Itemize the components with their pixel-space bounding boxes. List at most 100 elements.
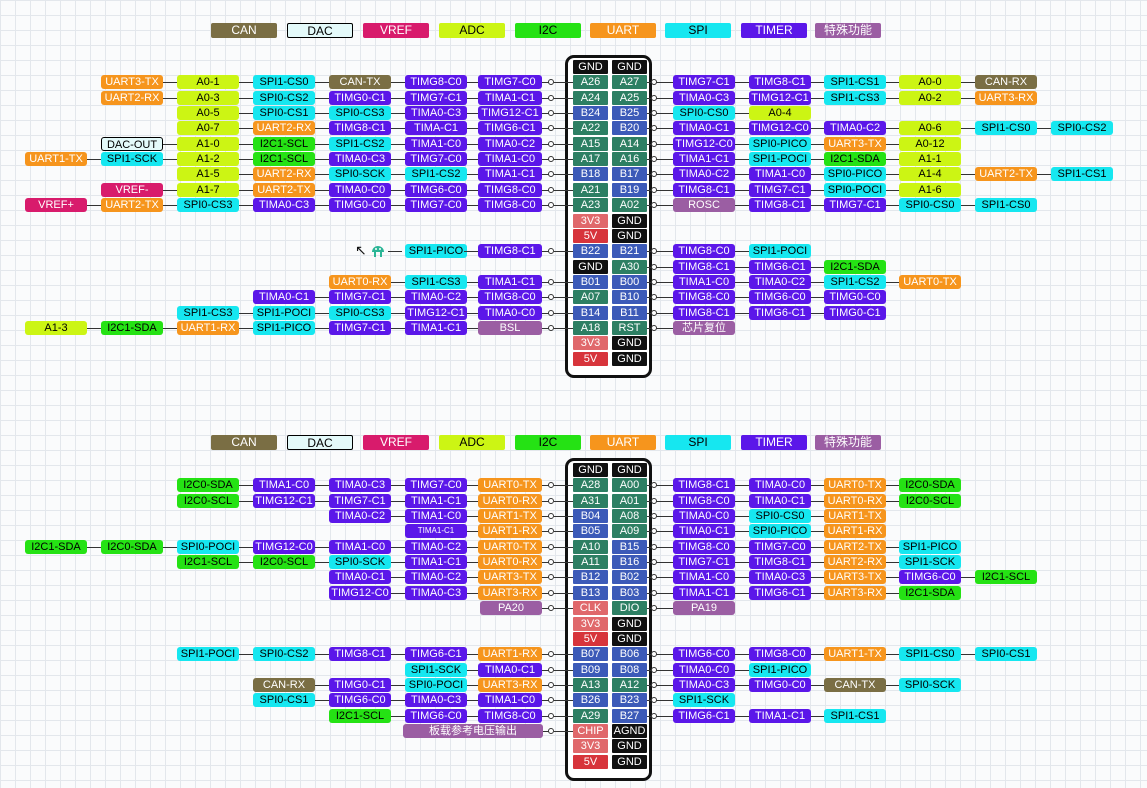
func-spi1-pico-label: SPI1-PICO xyxy=(405,244,467,258)
connector-line xyxy=(657,531,673,532)
func-tima1-c0-label: TIMA1-C0 xyxy=(478,693,542,707)
connector-line xyxy=(163,98,177,99)
connector-line xyxy=(554,328,573,329)
connector-line xyxy=(554,716,573,717)
pin-3v3: 3V3 xyxy=(573,617,608,631)
func-uart0-rx-label: UART0-RX xyxy=(478,555,542,569)
connector-line xyxy=(391,685,405,686)
connector-line xyxy=(657,159,673,160)
func-i2c1-scl-label: I2C1-SCL xyxy=(253,137,315,151)
func-timg7-c0-label: TIMG7-C0 xyxy=(405,198,467,212)
connector-line xyxy=(1037,128,1051,129)
connector-line xyxy=(315,82,329,83)
func-tima0-c3-label: TIMA0-C3 xyxy=(253,198,315,212)
legend-i2c: I2C xyxy=(515,23,581,38)
func-tima1-c0-label: TIMA1-C0 xyxy=(405,509,467,523)
pin-node xyxy=(651,202,657,208)
pin-b13: B13 xyxy=(573,586,608,600)
pin-agnd: AGND xyxy=(612,724,647,738)
pin-gnd: GND xyxy=(612,463,647,477)
func-a1-2-label: A1-2 xyxy=(177,152,239,166)
func-a1-7-label: A1-7 xyxy=(177,183,239,197)
legend-vref: VREF xyxy=(363,435,429,450)
connector-line xyxy=(735,82,749,83)
connector-line xyxy=(542,205,552,206)
func-timg6-c1-label: TIMG6-C1 xyxy=(405,647,467,661)
connector-line xyxy=(811,516,824,517)
connector-line xyxy=(315,501,329,502)
pin-b22: B22 xyxy=(573,244,608,258)
func-spi0-cs2-label: SPI0-CS2 xyxy=(253,647,315,661)
pin-node xyxy=(651,141,657,147)
connector-line xyxy=(391,190,405,191)
func-uart3-rx-label: UART3-RX xyxy=(975,91,1037,105)
func-timg12-c1-label: TIMG12-C1 xyxy=(749,91,811,105)
func-i2c1-sda-label: I2C1-SDA xyxy=(25,540,87,554)
pin-node xyxy=(651,651,657,657)
func-timg8-c0-label: TIMG8-C0 xyxy=(673,494,735,508)
connector-line xyxy=(315,313,329,314)
connector-line xyxy=(542,82,552,83)
pin-5v: 5V xyxy=(573,229,608,243)
connector-line xyxy=(467,174,478,175)
connector-line xyxy=(886,174,899,175)
func-tima0-c2-label: TIMA0-C2 xyxy=(478,137,542,151)
connector-line xyxy=(315,562,329,563)
pin-a16: A16 xyxy=(612,152,647,166)
func-spi0-pico-label: SPI0-PICO xyxy=(824,167,886,181)
connector-line xyxy=(735,190,749,191)
connector-line xyxy=(657,577,673,578)
func-i2c1-scl-label: I2C1-SCL xyxy=(975,570,1037,584)
connector-line xyxy=(467,313,478,314)
func-timg8-c0-label: TIMG8-C0 xyxy=(478,290,542,304)
func-spi0-sck-label: SPI0-SCK xyxy=(329,167,391,181)
func-a0-5-label: A0-5 xyxy=(177,106,239,120)
pin-node xyxy=(548,79,554,85)
func-i2c0-sda-label: I2C0-SDA xyxy=(177,478,239,492)
connector-line xyxy=(554,82,573,83)
connector-line xyxy=(239,547,253,548)
pin-node xyxy=(548,528,554,534)
func-spi0-cs3-label: SPI0-CS3 xyxy=(329,106,391,120)
legend-can: CAN xyxy=(211,23,277,38)
connector-line xyxy=(657,485,673,486)
func-timg7-c1-label: TIMG7-C1 xyxy=(329,321,391,335)
pin-a11: A11 xyxy=(573,555,608,569)
pin-b15: B15 xyxy=(612,540,647,554)
pin-node xyxy=(651,513,657,519)
func-timg12-c0-label: TIMG12-C0 xyxy=(673,137,735,151)
connector-line xyxy=(735,159,749,160)
func-uart3-tx-label: UART3-TX xyxy=(824,570,886,584)
func-timg7-c0-label: TIMG7-C0 xyxy=(405,152,467,166)
connector-line xyxy=(467,577,478,578)
func-timg7-c1-label: TIMG7-C1 xyxy=(824,198,886,212)
connector-line xyxy=(239,313,253,314)
func-spi1-cs0-label: SPI1-CS0 xyxy=(253,75,315,89)
func-timg12-c0-label: TIMG12-C0 xyxy=(253,540,315,554)
connector-line xyxy=(657,516,673,517)
pin-node xyxy=(548,310,554,316)
func-pa20-label: PA20 xyxy=(480,601,542,615)
func-timg8-c0-label: TIMG8-C0 xyxy=(405,75,467,89)
connector-line xyxy=(542,313,552,314)
func-timg7-c1-label: TIMG7-C1 xyxy=(329,290,391,304)
func-uart2-rx-label: UART2-RX xyxy=(253,121,315,135)
pin-gnd: GND xyxy=(612,60,647,74)
func-spi0-cs1-label: SPI0-CS1 xyxy=(253,693,315,707)
connector-line xyxy=(735,205,749,206)
func-uart1-rx-label: UART1-RX xyxy=(824,524,886,538)
pin-node xyxy=(651,95,657,101)
func-can-tx-label: CAN-TX xyxy=(824,678,886,692)
connector-line xyxy=(554,485,573,486)
pin-gnd: GND xyxy=(612,617,647,631)
connector-line xyxy=(315,98,329,99)
legend-uart: UART xyxy=(590,435,656,450)
func-spi0-cs1-label: SPI0-CS1 xyxy=(253,106,315,120)
func-a1-0-label: A1-0 xyxy=(177,137,239,151)
pin-a25: A25 xyxy=(612,91,647,105)
pin-a24: A24 xyxy=(573,91,608,105)
legend-special: 特殊功能 xyxy=(815,23,881,38)
pin-b16: B16 xyxy=(612,555,647,569)
connector-line xyxy=(391,593,405,594)
func-spi0-poci-label: SPI0-POCI xyxy=(405,678,467,692)
